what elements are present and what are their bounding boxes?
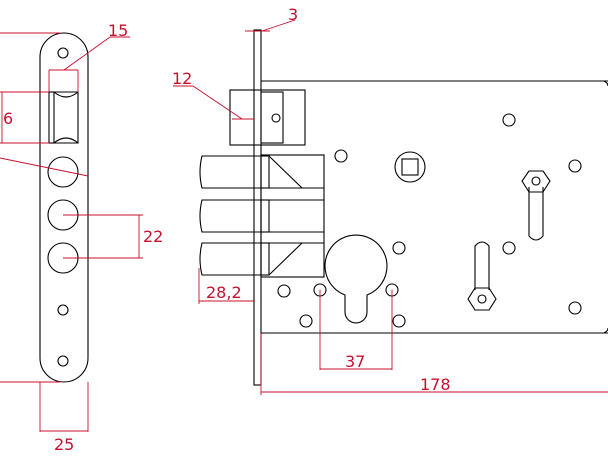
dim-bolt-spacing: 22 bbox=[143, 227, 163, 246]
faceplate-front-view bbox=[39, 32, 89, 383]
dim-roller-height: 6 bbox=[3, 109, 13, 128]
dim-latch: 12 bbox=[172, 69, 192, 88]
lock-body-side-view bbox=[199, 29, 608, 386]
dim-bolt-projection: 28,2 bbox=[206, 283, 242, 302]
body-dimensions: 3 12 28,2 37 178 bbox=[172, 5, 608, 395]
dim-faceplate-thickness: 3 bbox=[288, 5, 298, 24]
dim-body-length: 178 bbox=[420, 375, 451, 394]
dim-faceplate-width: 25 bbox=[54, 435, 74, 454]
dim-cylinder-spacing: 37 bbox=[345, 352, 365, 371]
dim-roller-width: 15 bbox=[108, 21, 128, 40]
faceplate-dimensions: 15 6 22 25 bbox=[0, 21, 163, 454]
